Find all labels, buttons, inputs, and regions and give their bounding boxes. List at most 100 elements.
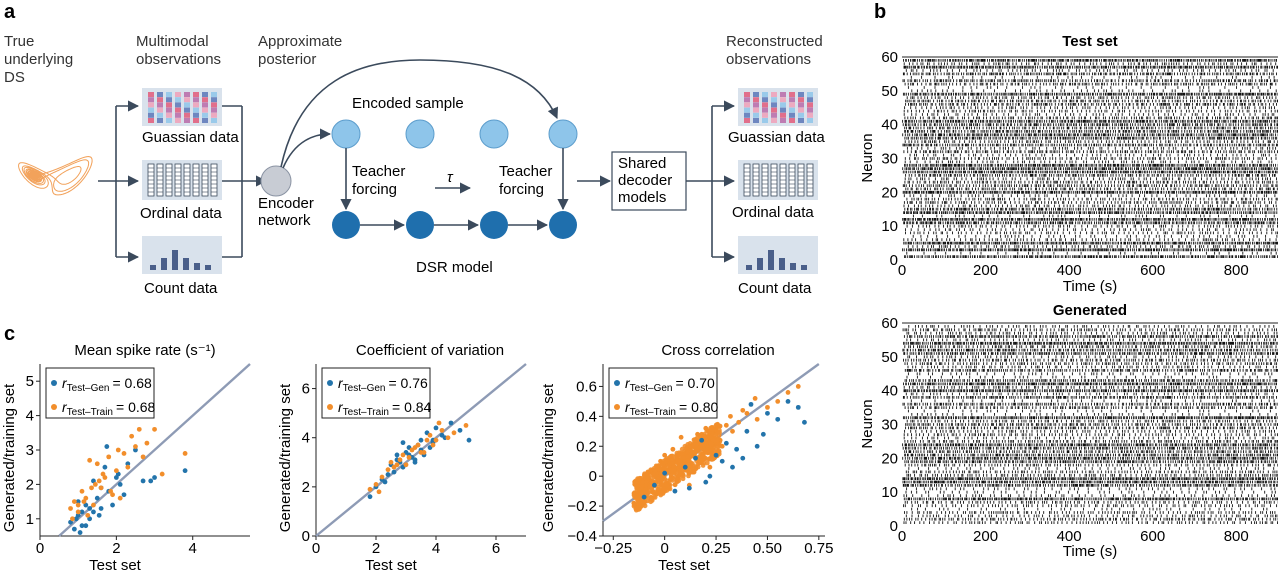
encoded-sample-label: Encoded sample — [352, 95, 464, 112]
data-point — [707, 473, 713, 479]
ordinal-data-box — [142, 160, 222, 200]
data-point — [785, 390, 791, 395]
data-point — [104, 444, 110, 449]
data-point — [668, 454, 674, 459]
data-point — [655, 476, 661, 482]
data-point — [672, 482, 678, 488]
data-point — [388, 459, 394, 465]
data-point — [71, 499, 77, 504]
data-point — [686, 485, 692, 491]
data-point — [695, 464, 701, 470]
data-point — [75, 499, 81, 504]
x-tick-label: 4 — [432, 540, 440, 557]
true-ds-line-1: True — [4, 33, 34, 50]
x-tick-label: 2 — [112, 540, 120, 557]
panel-a-label: a — [4, 1, 16, 23]
data-point — [699, 437, 705, 443]
spike-train — [902, 325, 1278, 524]
data-point — [75, 502, 81, 508]
data-point — [152, 475, 157, 480]
legend-marker — [614, 404, 620, 410]
true-ds-line-2: underlying — [4, 51, 73, 68]
data-point — [671, 464, 677, 469]
data-point — [634, 485, 640, 491]
posterior-line-2: posterior — [258, 51, 316, 68]
raster-title: Test set — [1062, 33, 1118, 50]
data-point — [152, 426, 157, 432]
data-point — [87, 506, 93, 511]
data-point — [686, 465, 692, 471]
data-point — [125, 464, 131, 470]
data-point — [144, 440, 150, 446]
x-tick-label: 200 — [973, 262, 998, 279]
chart-title: Mean spike rate (s⁻¹) — [74, 342, 215, 359]
data-point — [636, 502, 642, 508]
data-point — [645, 490, 651, 496]
data-point — [91, 502, 96, 508]
data-point — [110, 502, 115, 508]
data-point — [715, 444, 721, 449]
data-point — [651, 482, 657, 488]
data-point — [775, 416, 781, 422]
encoded-nodes — [331, 119, 578, 149]
data-point — [391, 469, 397, 475]
gaussian-data-box — [142, 88, 222, 126]
legend-marker — [51, 404, 57, 410]
data-point — [140, 478, 146, 484]
data-point — [707, 464, 713, 470]
data-point — [117, 482, 123, 487]
data-point — [659, 477, 665, 483]
legend-box — [45, 367, 155, 419]
data-point — [693, 455, 698, 461]
y-tick-label: 0.2 — [576, 438, 597, 455]
x-tick-label: 400 — [1057, 528, 1082, 545]
data-point — [427, 432, 433, 438]
data-point — [182, 468, 188, 474]
data-point — [632, 501, 637, 507]
data-point — [675, 453, 681, 459]
data-point — [734, 446, 740, 452]
chart-title: Cross correlation — [661, 342, 774, 359]
count-data-label: Count data — [144, 280, 218, 297]
data-point — [400, 440, 406, 446]
posterior-line-1: Approximate — [258, 33, 342, 50]
y-tick-label: 0 — [890, 252, 898, 269]
data-point — [744, 410, 750, 416]
data-point — [140, 454, 146, 460]
encoder-node — [260, 165, 292, 197]
data-point — [647, 485, 653, 491]
data-point — [87, 457, 93, 463]
y-tick-label: 50 — [881, 83, 898, 100]
data-point — [717, 423, 723, 429]
data-point — [117, 495, 123, 501]
data-point — [709, 427, 715, 433]
x-axis-label: Test set — [365, 557, 418, 572]
legend-label: rTest–Gen= 0.76 — [338, 375, 428, 394]
x-tick-label: 0.75 — [804, 540, 833, 557]
data-point — [98, 485, 104, 491]
out-ordinal-box — [738, 160, 818, 200]
data-point — [672, 488, 678, 494]
data-point — [704, 460, 710, 466]
data-point — [703, 479, 709, 485]
data-point — [96, 512, 102, 518]
data-point — [728, 413, 733, 419]
data-point — [730, 464, 735, 470]
x-tick-label: 4 — [189, 540, 197, 557]
data-point — [704, 442, 710, 448]
data-point — [665, 457, 671, 462]
y-axis-label: Generated/training set — [277, 383, 294, 532]
legend-label: rTest–Train= 0.84 — [338, 399, 432, 418]
data-point — [133, 447, 138, 453]
data-point — [367, 494, 373, 500]
reconstructed-line-1: Reconstructed — [726, 33, 823, 50]
data-point — [685, 442, 691, 447]
legend-box — [321, 367, 431, 419]
data-point — [736, 419, 742, 425]
decoder-line-2: decoder — [618, 172, 672, 189]
dsr-model-label: DSR model — [416, 259, 493, 276]
legend-label: rTest–Train= 0.68 — [62, 399, 156, 418]
data-point — [700, 453, 706, 459]
